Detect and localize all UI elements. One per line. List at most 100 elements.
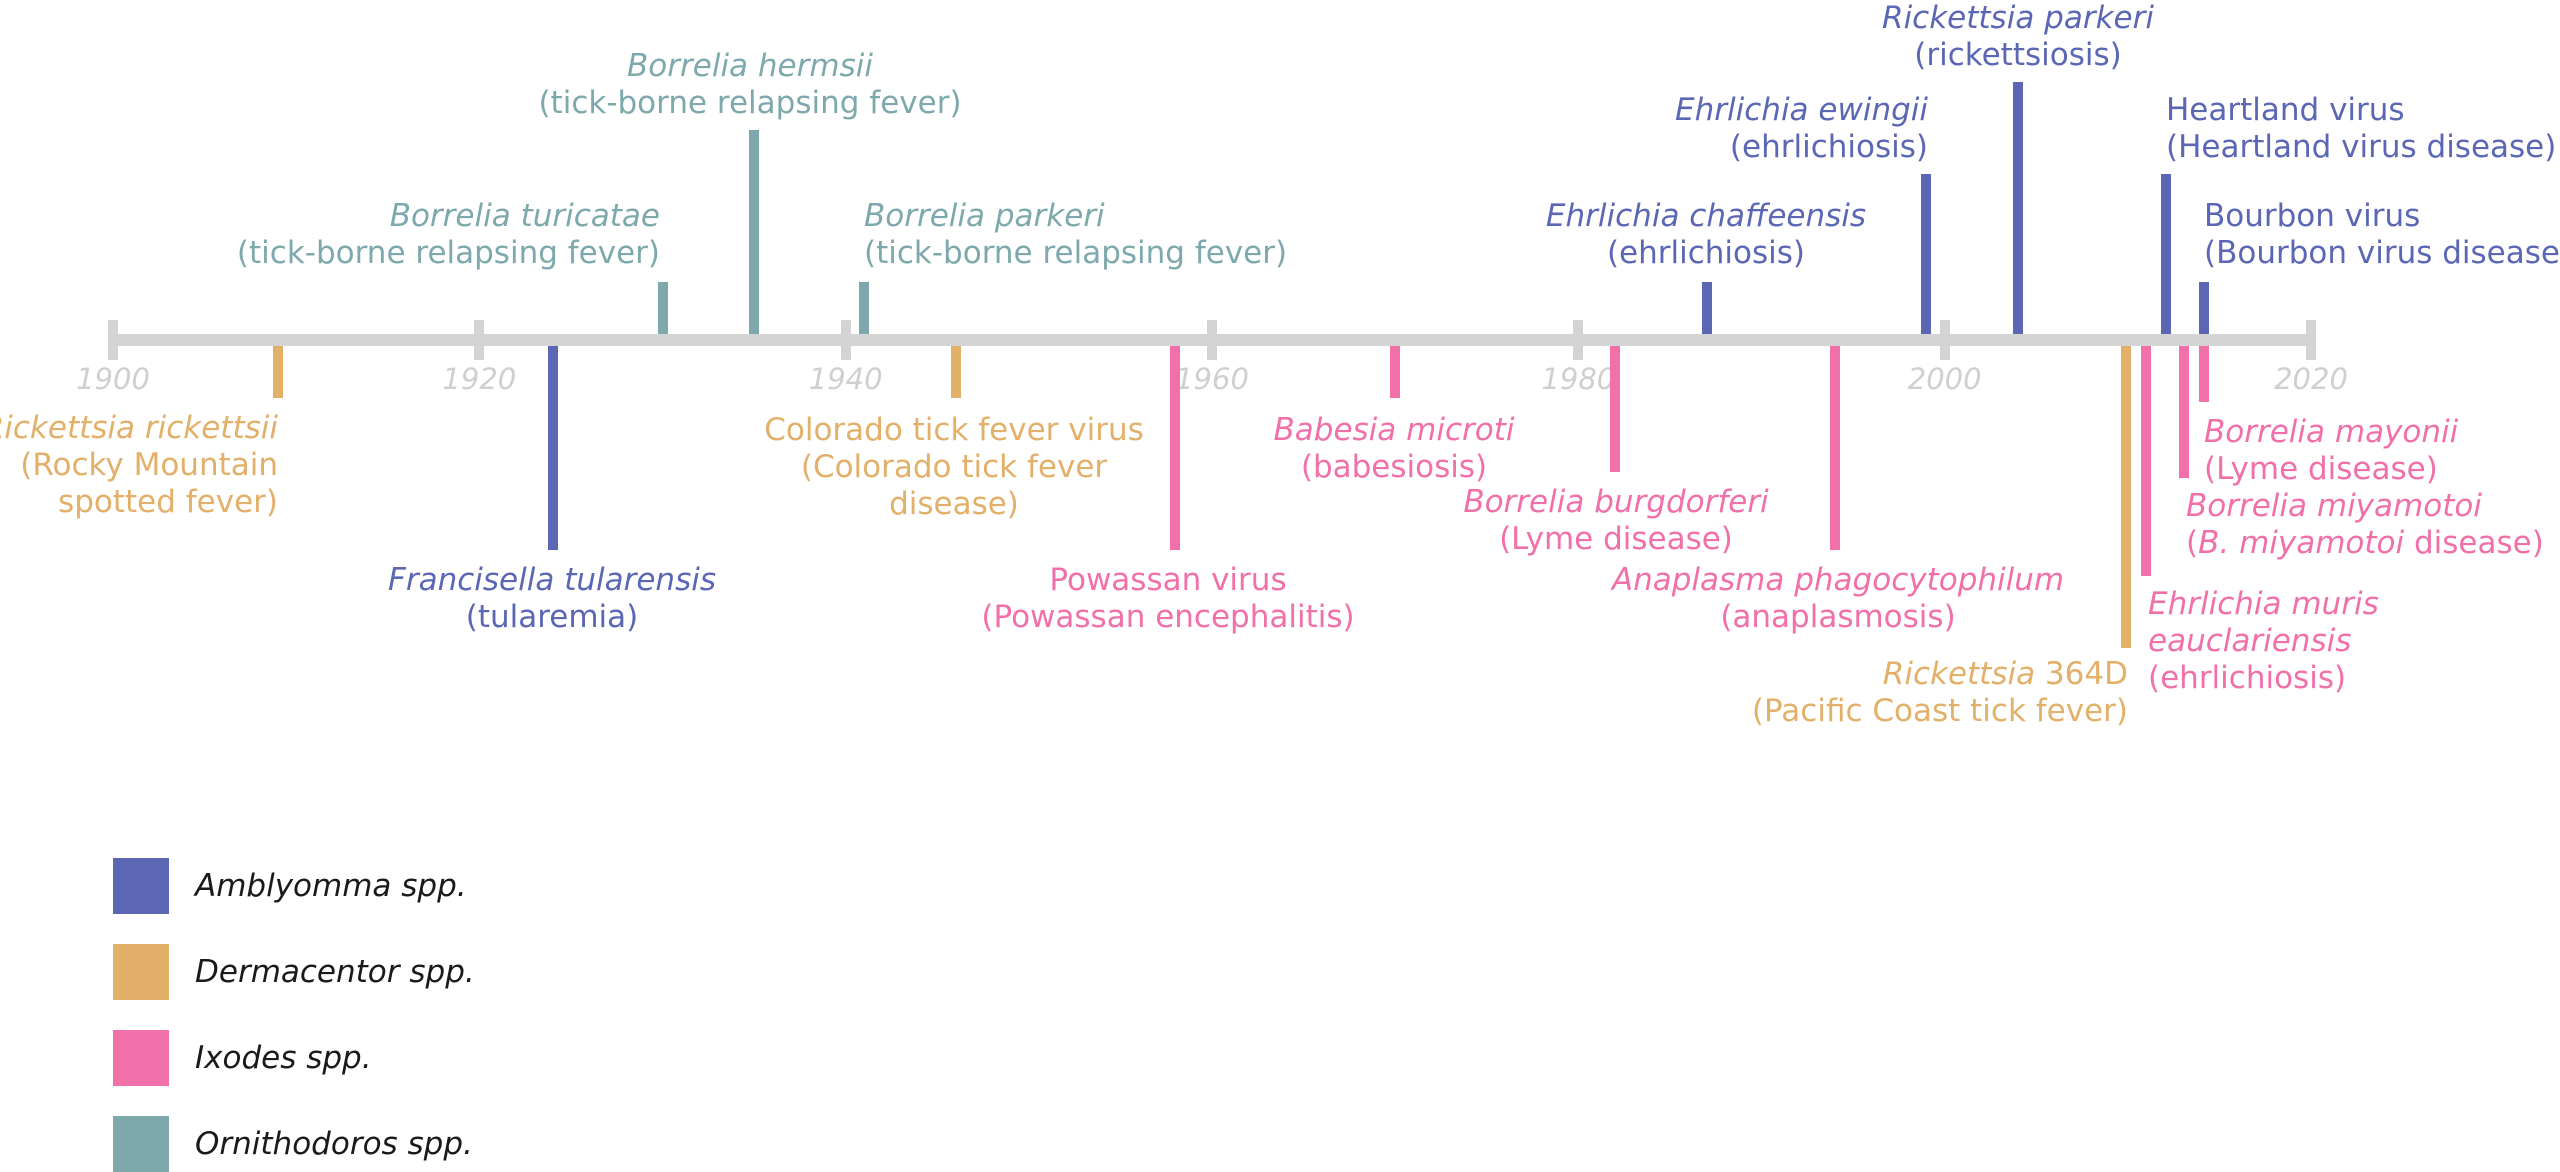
axis-tick bbox=[1207, 320, 1217, 360]
axis-tick bbox=[108, 320, 118, 360]
event-mark-rickettsia-parkeri bbox=[2012, 82, 2023, 334]
event-mark-borrelia-mayonii bbox=[2199, 346, 2209, 402]
pathogen-name: Colorado tick fever virus bbox=[764, 412, 1144, 448]
disease-name: (Colorado tick fever bbox=[800, 449, 1108, 485]
axis-tick bbox=[840, 320, 851, 360]
pathogen-name: Powassan virus bbox=[1049, 562, 1287, 598]
event-label-powassan-virus: Powassan virus(Powassan encephalitis) bbox=[981, 562, 1354, 636]
event-mark-babesia-microti bbox=[1390, 346, 1401, 398]
pathogen-name: Borrelia hermsii bbox=[627, 48, 873, 84]
legend-label-amblyomma: Amblyomma spp. bbox=[195, 868, 467, 904]
event-label-borrelia-hermsii: Borrelia hermsii(tick-borne relapsing fe… bbox=[538, 48, 961, 122]
disease-name: (ehrlichiosis) bbox=[1729, 129, 1928, 165]
disease-name: (tick-borne relapsing fever) bbox=[864, 235, 1288, 271]
event-label-borrelia-mayonii: Borrelia mayonii(Lyme disease) bbox=[2204, 414, 2458, 488]
event-label-heartland-virus: Heartland virus(Heartland virus disease) bbox=[2166, 92, 2556, 166]
event-mark-bourbon-virus bbox=[2199, 282, 2209, 334]
event-label-colorado-tick-fever-virus: Colorado tick fever virus(Colorado tick … bbox=[764, 412, 1144, 523]
event-mark-colorado-tick-fever-virus bbox=[950, 346, 961, 398]
axis-year-label: 2000 bbox=[1907, 362, 1982, 396]
axis-tick bbox=[1573, 320, 1584, 360]
event-label-francisella-tularensis: Francisella tularensis(tularemia) bbox=[388, 562, 716, 636]
event-label-ehrlichia-ewingii: Ehrlichia ewingii(ehrlichiosis) bbox=[1675, 92, 1928, 166]
disease-name: (B. miyamotoi disease) bbox=[2186, 525, 2544, 561]
event-mark-anaplasma-phagocytophilum bbox=[1829, 346, 1840, 550]
legend-swatch-amblyomma bbox=[113, 858, 169, 914]
disease-name: (ehrlichiosis) bbox=[2148, 660, 2347, 696]
legend-swatch-ornithodoros bbox=[113, 1116, 169, 1172]
disease-name: (Lyme disease) bbox=[1499, 521, 1733, 557]
event-label-borrelia-burgdorferi: Borrelia burgdorferi(Lyme disease) bbox=[1463, 484, 1768, 558]
pathogen-name: Borrelia miyamotoi bbox=[2186, 488, 2482, 524]
axis-year-label: 1960 bbox=[1175, 362, 1249, 396]
disease-name: (Heartland virus disease) bbox=[2166, 129, 2557, 165]
event-mark-borrelia-turicatae bbox=[657, 282, 668, 334]
event-label-borrelia-parkeri: Borrelia parkeri(tick-borne relapsing fe… bbox=[864, 198, 1287, 272]
pathogen-name: Rickettsia parkeri bbox=[1882, 0, 2154, 36]
pathogen-name: eauclariensis bbox=[2148, 623, 2352, 659]
event-label-borrelia-miyamotoi: Borrelia miyamotoi(B. miyamotoi disease) bbox=[2186, 488, 2544, 562]
disease-name-italic: B. miyamotoi bbox=[2198, 525, 2405, 561]
disease-name: (rickettsiosis) bbox=[1914, 37, 2122, 73]
pathogen-strain: 364D bbox=[2035, 656, 2128, 692]
pathogen-name: Heartland virus bbox=[2166, 92, 2405, 128]
event-mark-powassan-virus bbox=[1170, 346, 1181, 550]
event-mark-heartland-virus bbox=[2161, 174, 2171, 334]
event-mark-borrelia-miyamotoi bbox=[2179, 346, 2189, 478]
event-label-babesia-microti: Babesia microti(babesiosis) bbox=[1274, 412, 1515, 486]
event-label-borrelia-turicatae: Borrelia turicatae(tick-borne relapsing … bbox=[237, 198, 660, 272]
pathogen-name: Bourbon virus bbox=[2204, 198, 2421, 234]
event-mark-ehrlichia-chaffeensis bbox=[1701, 282, 1712, 334]
pathogen-name: Borrelia parkeri bbox=[864, 198, 1105, 234]
pathogen-name: Borrelia burgdorferi bbox=[1463, 484, 1769, 520]
disease-name: (tick-borne relapsing fever) bbox=[538, 85, 962, 121]
disease-name: (Rocky Mountain bbox=[20, 447, 278, 483]
pathogen-name: Rickettsia 364D bbox=[1752, 656, 2128, 693]
event-label-rickettsia-parkeri: Rickettsia parkeri(rickettsiosis) bbox=[1882, 0, 2154, 74]
event-mark-ehrlichia-muris bbox=[2141, 346, 2151, 576]
legend-label-ornithodoros: Ornithodoros spp. bbox=[195, 1126, 473, 1162]
disease-name: (tick-borne relapsing fever) bbox=[236, 235, 660, 271]
pathogen-genus: Rickettsia bbox=[1882, 656, 2036, 692]
axis-year-label: 1980 bbox=[1541, 362, 1616, 396]
pathogen-name: Borrelia turicatae bbox=[389, 198, 660, 234]
event-mark-ehrlichia-ewingii bbox=[1921, 174, 1932, 334]
pathogen-name: Rickettsia rickettsii bbox=[0, 410, 278, 446]
axis-year-label: 2020 bbox=[2274, 362, 2348, 396]
disease-name: (Pacific Coast tick fever) bbox=[1751, 693, 2128, 729]
pathogen-name: Francisella tularensis bbox=[388, 562, 716, 598]
legend-swatch-dermacentor bbox=[113, 944, 169, 1000]
disease-name: (Lyme disease) bbox=[2204, 451, 2438, 487]
event-label-bourbon-virus: Bourbon virus(Bourbon virus disease) bbox=[2204, 198, 2560, 272]
disease-name: (anaplasmosis) bbox=[1720, 599, 1956, 635]
axis-tick bbox=[1939, 320, 1950, 360]
disease-name: (babesiosis) bbox=[1300, 449, 1488, 485]
event-mark-francisella-tularensis bbox=[547, 346, 558, 550]
axis-year-label: 1900 bbox=[76, 362, 150, 396]
pathogen-name: Babesia microti bbox=[1273, 412, 1515, 448]
axis-year-label: 1940 bbox=[808, 362, 883, 396]
pathogen-name: Ehrlichia ewingii bbox=[1675, 92, 1928, 128]
legend-swatch-ixodes bbox=[113, 1030, 169, 1086]
pathogen-name: Anaplasma phagocytophilum bbox=[1611, 562, 2065, 598]
event-label-anaplasma-phagocytophilum: Anaplasma phagocytophilum(anaplasmosis) bbox=[1612, 562, 2064, 636]
event-label-rickettsia-364d: Rickettsia 364D(Pacific Coast tick fever… bbox=[1752, 656, 2128, 730]
event-label-ehrlichia-chaffeensis: Ehrlichia chaffeensis(ehrlichiosis) bbox=[1546, 198, 1866, 272]
pathogen-name: Ehrlichia muris bbox=[2148, 586, 2379, 622]
pathogen-name: Borrelia mayonii bbox=[2204, 414, 2459, 450]
event-mark-rickettsia-rickettsii bbox=[272, 346, 283, 398]
event-mark-borrelia-hermsii bbox=[749, 130, 760, 334]
event-mark-borrelia-parkeri bbox=[858, 282, 869, 334]
legend-label-dermacentor: Dermacentor spp. bbox=[195, 954, 475, 990]
disease-name: (Bourbon virus disease) bbox=[2204, 235, 2560, 271]
pathogen-name: Ehrlichia chaffeensis bbox=[1545, 198, 1867, 234]
disease-name: (Powassan encephalitis) bbox=[981, 599, 1355, 635]
disease-name: disease) bbox=[889, 486, 1019, 522]
event-mark-rickettsia-364d bbox=[2121, 346, 2131, 648]
disease-name: (ehrlichiosis) bbox=[1606, 235, 1806, 271]
axis-year-label: 1920 bbox=[442, 362, 517, 396]
axis-tick bbox=[2306, 320, 2316, 360]
